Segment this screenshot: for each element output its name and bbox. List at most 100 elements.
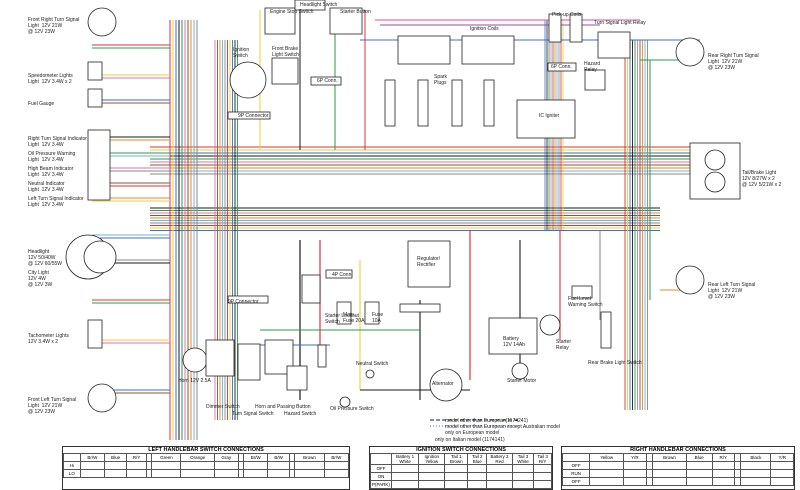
table-cell: [390, 472, 420, 481]
label-starter-motor: Starter Motor: [507, 378, 537, 384]
table-cell: [740, 461, 772, 470]
ignition-table-title: IGNITION SWITCH CONNECTIONS: [416, 447, 506, 453]
table-cell: [180, 461, 215, 470]
connector-4p: [325, 269, 353, 279]
table-header-cell: Blue: [685, 453, 713, 462]
label-high-beam-indicator: High Beam Indicator Light 12V 3.4W: [28, 166, 74, 178]
starter-lockout-body: [301, 274, 321, 304]
spark-plug: [384, 79, 396, 127]
table-cell: [623, 461, 647, 470]
component-group: [65, 0, 741, 413]
table-cell: [711, 477, 736, 486]
label-rear-brake: Rear Brake Light Switch: [588, 360, 642, 366]
label-spark-plugs: Spark Plugs: [434, 74, 448, 86]
label-6p-connector-b: 6P Conn.: [551, 64, 572, 70]
front-brake-switch-body: [271, 57, 299, 85]
table-cell: [770, 477, 794, 486]
label-battery: Battery 12V 14Ah: [503, 336, 525, 348]
alternator-body: [429, 368, 463, 402]
label-city-light: City Light 12V 4W @ 12V 3W: [28, 270, 53, 288]
label-engine-stop: Engine Stop Switch: [270, 9, 314, 15]
table-header-cell: Blue: [103, 453, 128, 462]
tail-bulb-bottom: [704, 171, 726, 193]
table-header-cell: Ignition Yellow: [418, 453, 446, 465]
rear-brake-switch-body: [600, 311, 612, 349]
label-speedometer: Speedometer Lights Light 12V 3.4W x 2: [28, 73, 73, 85]
table-header-cell: R/Y: [711, 453, 736, 462]
table-cell: [213, 461, 239, 470]
table-cell: [294, 469, 325, 478]
table-cell: [740, 469, 772, 478]
tail-bulb-top: [704, 149, 726, 171]
table-cell: OFF: [370, 464, 392, 473]
table-cell: [444, 464, 469, 473]
table-cell: [533, 480, 552, 489]
pickup-coil-right: [569, 13, 583, 43]
table-cell: [126, 469, 147, 478]
gauge-lamp: [87, 88, 103, 108]
front-right-turn-lamp: [87, 7, 117, 37]
table-header-cell: Yellow: [589, 453, 625, 462]
table-cell: [623, 477, 647, 486]
table-header-cell: Br/W: [323, 453, 350, 462]
ignition-coil-left: [397, 35, 451, 65]
table-cell: [418, 480, 446, 489]
horn-body: [182, 347, 208, 373]
label-neutral-switch: Neutral Switch: [356, 361, 389, 367]
connector-9p-low: [399, 303, 441, 313]
fuel-level-switch-body: [571, 285, 593, 299]
label-starter-button: Starter Button: [340, 9, 371, 15]
label-horn: Horn 12V 2.5A: [178, 378, 211, 384]
left-table-title: LEFT HANDLEBAR SWITCH CONNECTIONS: [148, 447, 264, 453]
horn-passing-body: [264, 339, 294, 375]
table-header-cell: Brown: [652, 453, 687, 462]
table-header-cell: Green: [151, 453, 182, 462]
engine-stop-switch-body: [264, 7, 296, 35]
regulator-rectifier-body: [407, 240, 451, 288]
table-cell: [685, 461, 713, 470]
label-turn-switch: Turn Signal Switch: [232, 411, 274, 417]
main-fuse: [336, 301, 352, 325]
table-header-cell: R/Y: [126, 453, 147, 462]
label-turn-relay: Turn Signal Light Relay: [594, 20, 646, 26]
table-cell: [511, 464, 535, 473]
table-header-cell: [63, 453, 81, 462]
gauge-lamp: [87, 61, 103, 81]
table-cell: [486, 464, 513, 473]
table-header-cell: Tail 1 Brown: [444, 453, 469, 465]
connector-9p: [227, 111, 271, 120]
table-cell: [418, 472, 446, 481]
table-cell: [390, 464, 420, 473]
legend-line-4: only on Italian model (1174141): [435, 437, 505, 443]
table-cell: [770, 461, 794, 470]
table-row: ON: [370, 472, 552, 481]
label-headlight-switch: Headlight Switch: [300, 2, 338, 8]
legend-line-2: model other than European except Austral…: [445, 424, 561, 430]
table-cell: [323, 461, 350, 470]
table-cell: OFF: [561, 477, 591, 486]
wire-bundle: [92, 10, 700, 440]
table-header-cell: Br/W: [243, 453, 269, 462]
label-front-right-turn: Front Right Turn Signal Light 12V 21W @ …: [28, 17, 80, 35]
table-cell: [243, 461, 269, 470]
headlight-bulb: [83, 240, 117, 274]
table-row: OFF: [370, 464, 552, 473]
label-rear-right-turn: Rear Right Turn Signal Light 12V 21W @ 1…: [708, 53, 759, 71]
label-hazard-switch: Hazard Switch: [284, 411, 317, 417]
label-4p-connector: 4P Conn.: [332, 272, 353, 278]
table-cell: [711, 461, 736, 470]
table-cell: [79, 469, 105, 478]
tachometer-lamp: [87, 319, 103, 349]
table-row: LO: [63, 469, 350, 478]
table-cell: [711, 469, 736, 478]
table-header-cell: B/W: [267, 453, 290, 462]
table-cell: [652, 469, 687, 478]
table-cell: OFF: [561, 461, 591, 470]
label-regulator: Regulator/ Rectifier: [417, 256, 441, 268]
oil-pressure-switch-body: [339, 396, 351, 408]
table-cell: [418, 464, 446, 473]
table-cell: ON: [370, 472, 392, 481]
